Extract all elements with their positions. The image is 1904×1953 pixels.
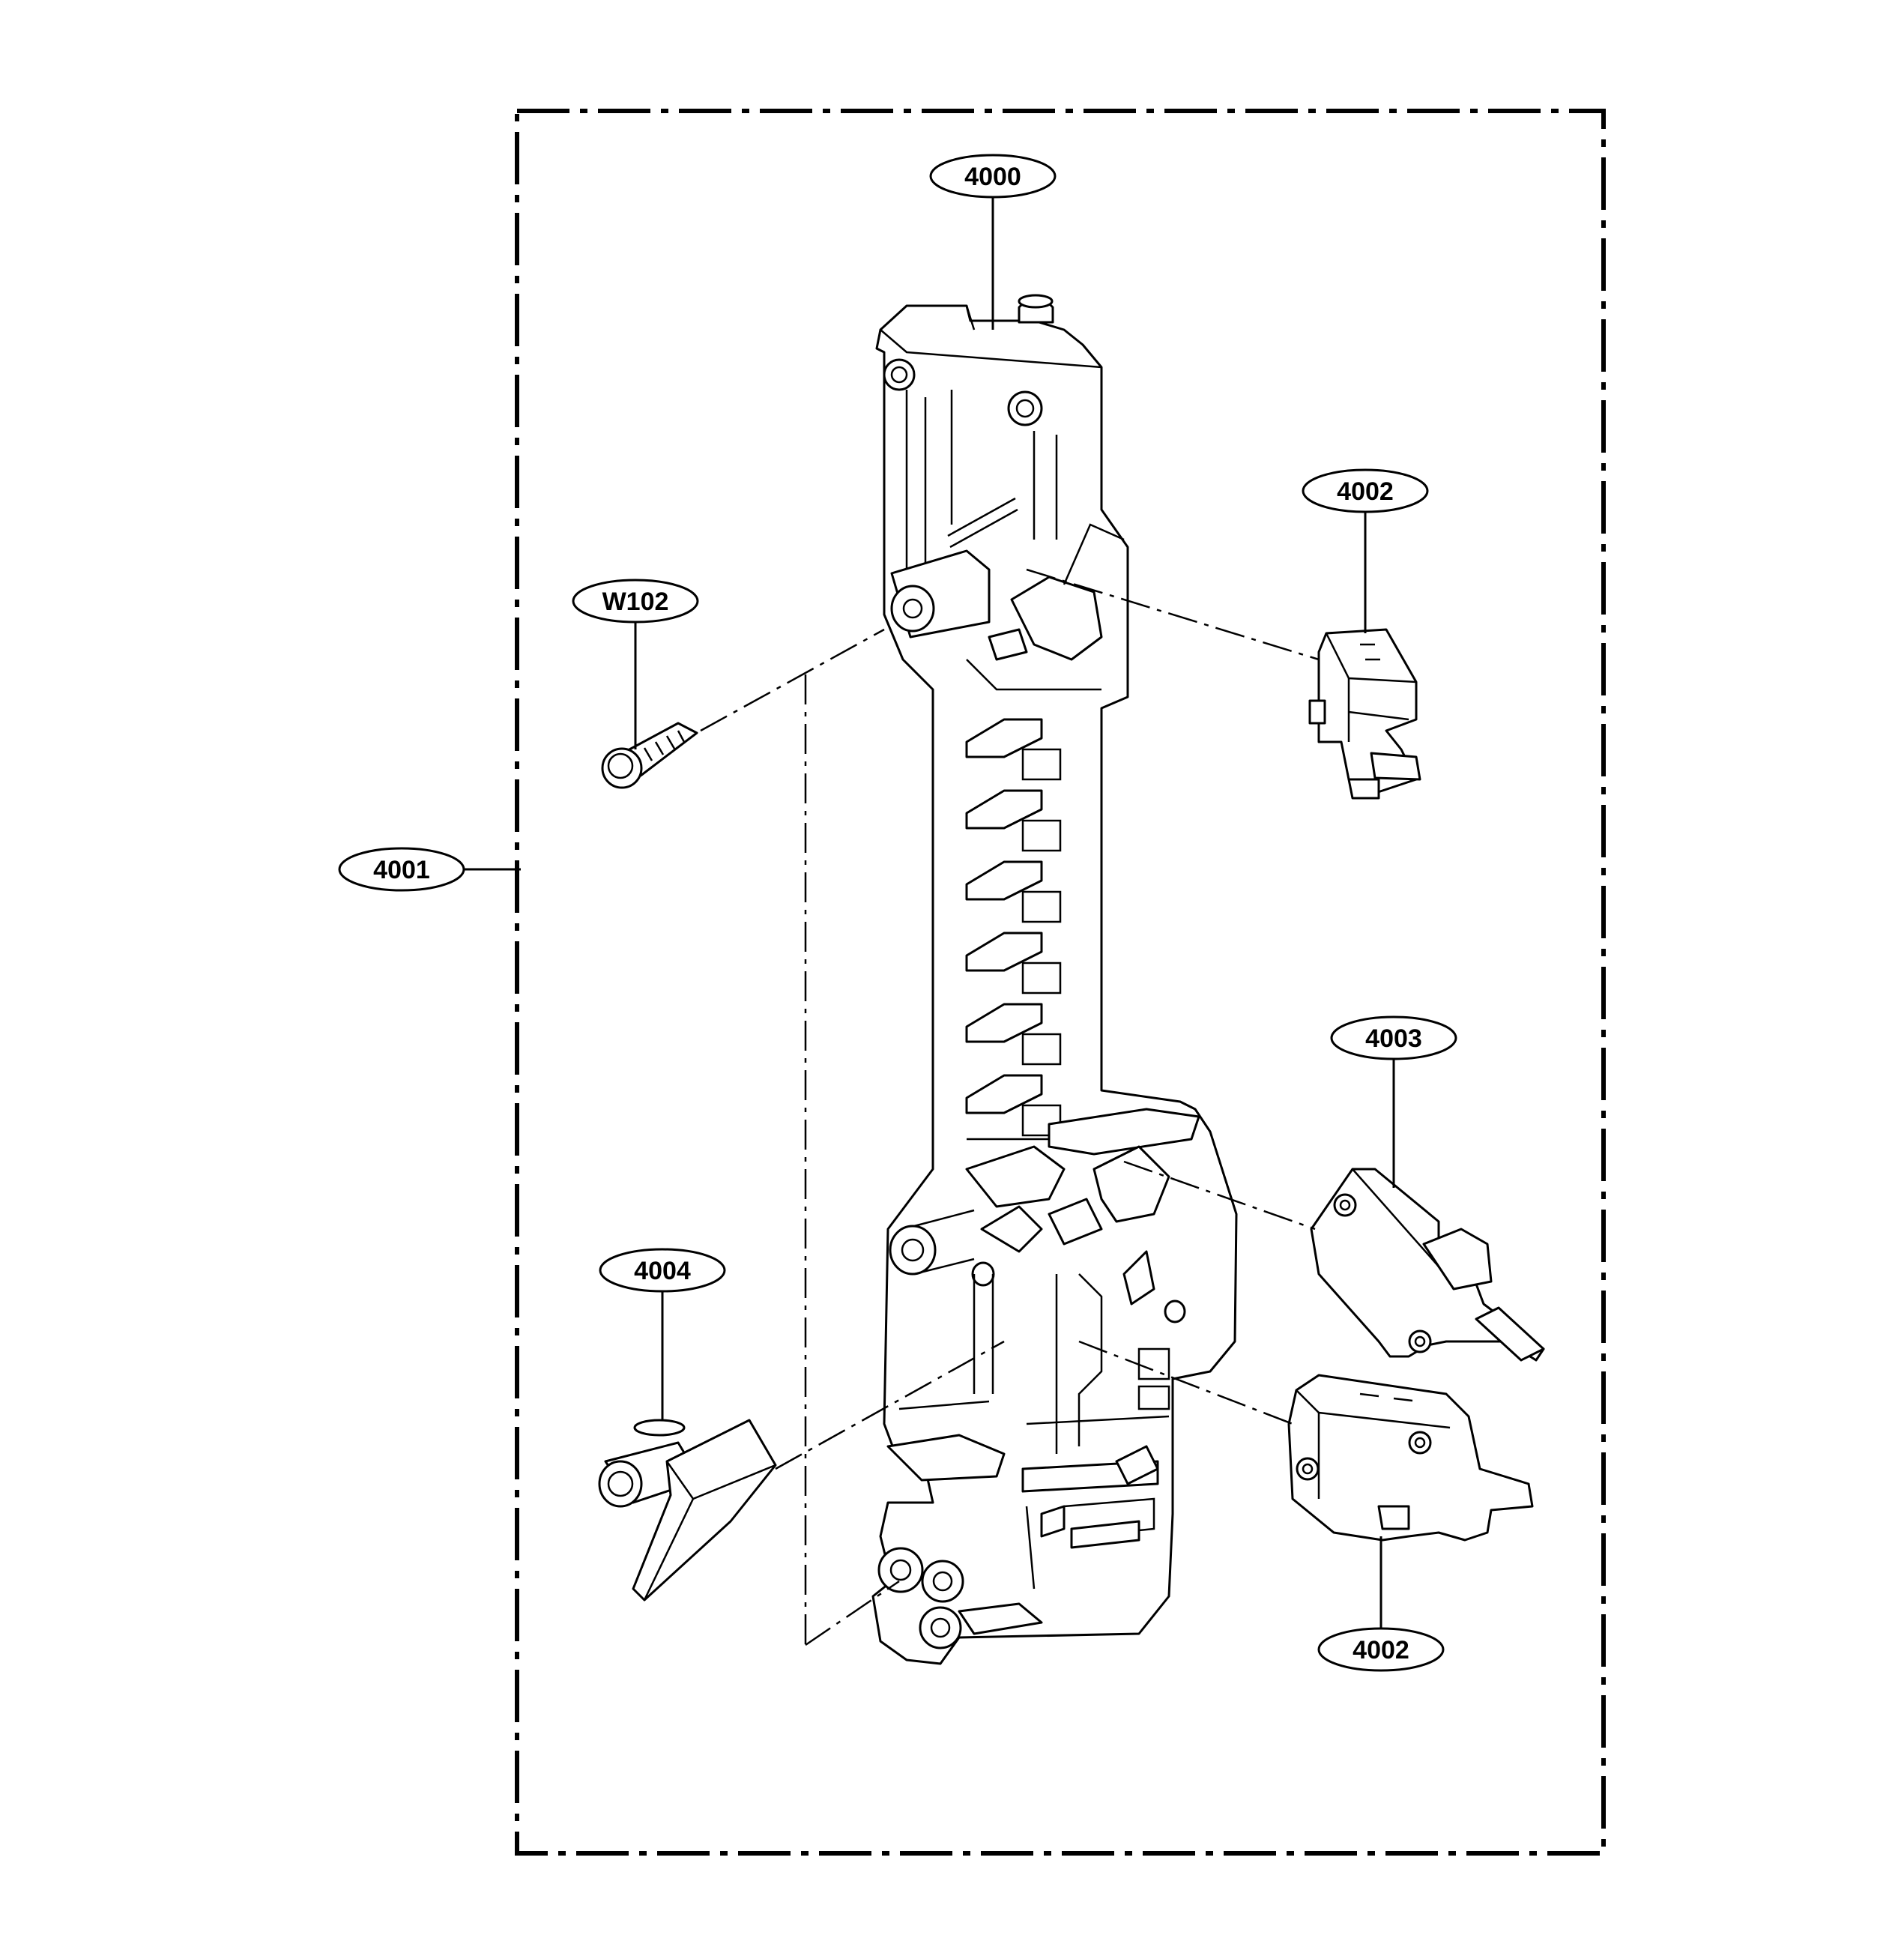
callout-label-4003: 4003 (1365, 1024, 1422, 1053)
callout-4002-top: 4002 (1302, 468, 1429, 633)
callout-4004: 4004 (599, 1248, 726, 1420)
callout-label-4002-top: 4002 (1337, 477, 1394, 506)
top-switch-part (1308, 628, 1421, 800)
lever-part (598, 1419, 777, 1602)
callout-w102: W102 (572, 579, 699, 749)
explosion-lines (700, 568, 1320, 1646)
callout-label-4001: 4001 (373, 856, 430, 884)
callout-4003: 4003 (1330, 1015, 1457, 1188)
callout-4002-bottom: 4002 (1317, 1536, 1445, 1672)
callout-label-4004: 4004 (634, 1257, 691, 1285)
bracket-part (871, 294, 1238, 1665)
callout-4000: 4000 (929, 154, 1057, 330)
bottom-switch-part (1287, 1374, 1534, 1542)
callout-label-4000: 4000 (964, 163, 1021, 191)
assembly-frame (515, 109, 1606, 1856)
screw-part (601, 722, 698, 789)
callout-label-w102: W102 (602, 588, 669, 616)
callout-4001: 4001 (338, 847, 521, 892)
callout-label-4002-bottom: 4002 (1353, 1636, 1409, 1664)
middle-switch-part (1310, 1168, 1545, 1362)
rib-slots (965, 718, 1062, 1137)
